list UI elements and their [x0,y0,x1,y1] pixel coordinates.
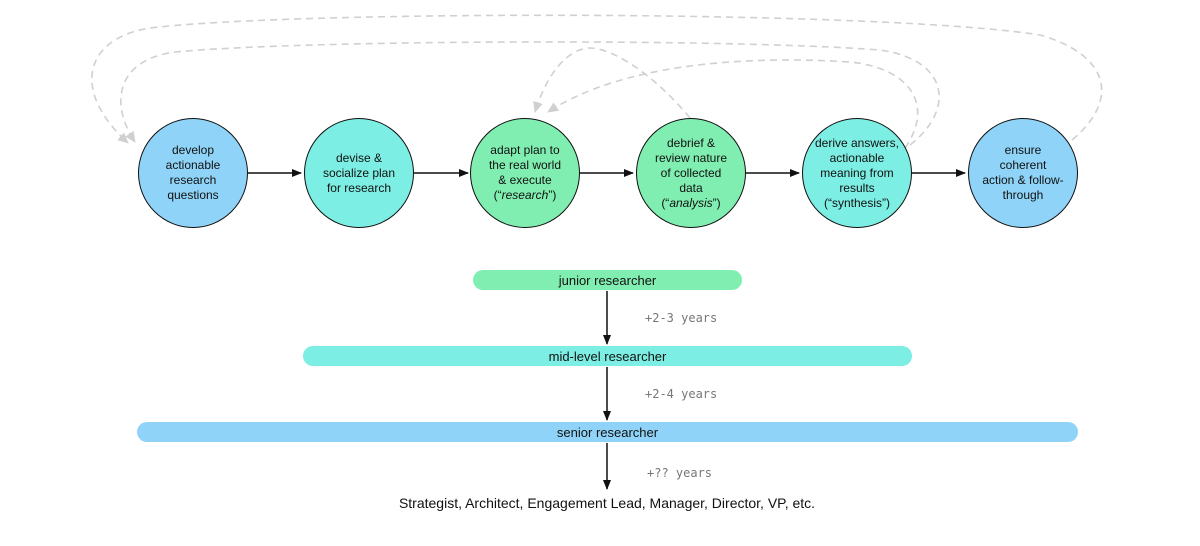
feedback-loop-from-synthesis [120,41,940,146]
career-level-junior: junior researcher [473,270,742,290]
feedback-loop-analysis-to-execute [533,47,691,119]
career-outcome-roles: Strategist, Architect, Engagement Lead, … [398,495,816,511]
italic-term-research: (“research”) [493,188,557,202]
career-level-label: senior researcher [556,424,659,440]
career-level-label: mid-level researcher [548,348,667,364]
career-level-mid: mid-level researcher [303,346,912,366]
feedback-loop-synthesis-to-execute [547,59,919,149]
italic-term-analysis: (“analysis”) [661,195,721,210]
duration-label-senior-onward: +?? years [647,466,713,480]
duration-label-mid-to-senior: +2-4 years [645,387,718,401]
career-level-label: junior researcher [558,272,657,288]
career-level-senior: senior researcher [137,422,1078,442]
duration-label-junior-to-mid: +2-3 years [645,311,718,325]
feedback-loop-from-ensure [91,14,1103,144]
